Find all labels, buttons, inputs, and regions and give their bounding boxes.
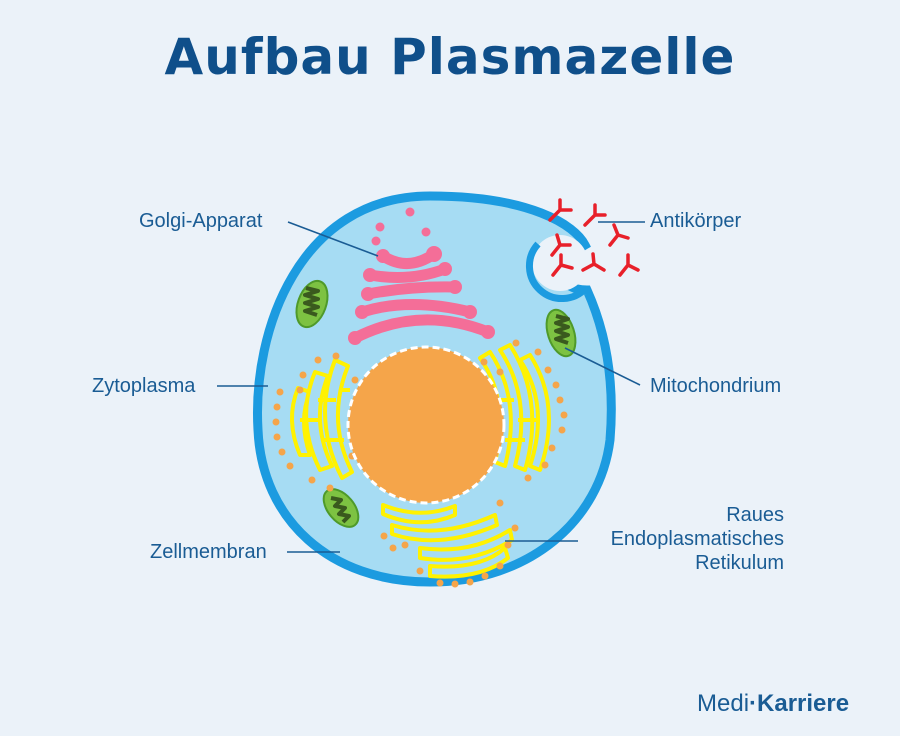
rough-er-right — [478, 343, 551, 472]
leader-golgi — [287, 221, 379, 257]
rough-er-bottom — [381, 503, 514, 579]
mitochondrion-right — [545, 308, 577, 358]
label-antikoerper: Antikörper — [650, 210, 742, 232]
ribosomes-left — [272, 352, 359, 492]
page-title: Aufbau Plasmazelle — [164, 28, 736, 86]
label-raues-er-line1: Raues — [726, 504, 784, 526]
brand-logo: Medi·Karriere — [697, 690, 849, 718]
brand-separator: · — [749, 690, 758, 717]
ribosomes-bottom — [380, 499, 519, 588]
label-raues-er-line2: Endoplasmatisches — [610, 528, 784, 550]
label-raues-er: Raues Endoplasmatisches Retikulum — [564, 503, 784, 575]
label-golgi-apparat: Golgi-Apparat — [139, 210, 263, 232]
mitochondrion-bottom — [322, 488, 360, 528]
ribosomes-right — [480, 339, 568, 482]
brand-part1: Medi — [697, 690, 750, 717]
leader-lines — [217, 221, 645, 553]
mitochondrion-left — [295, 279, 329, 329]
rough-er-left — [289, 358, 354, 480]
label-zytoplasma: Zytoplasma — [92, 375, 196, 397]
leader-mitochondrium — [564, 347, 641, 386]
label-mitochondrium: Mitochondrium — [650, 375, 782, 397]
brand-part2: Karriere — [757, 690, 850, 717]
label-zellmembran: Zellmembran — [150, 541, 267, 563]
nucleus — [346, 345, 506, 505]
golgi-vesicles — [348, 207, 495, 345]
label-raues-er-line3: Retikulum — [695, 552, 784, 574]
antibodies — [548, 198, 640, 277]
